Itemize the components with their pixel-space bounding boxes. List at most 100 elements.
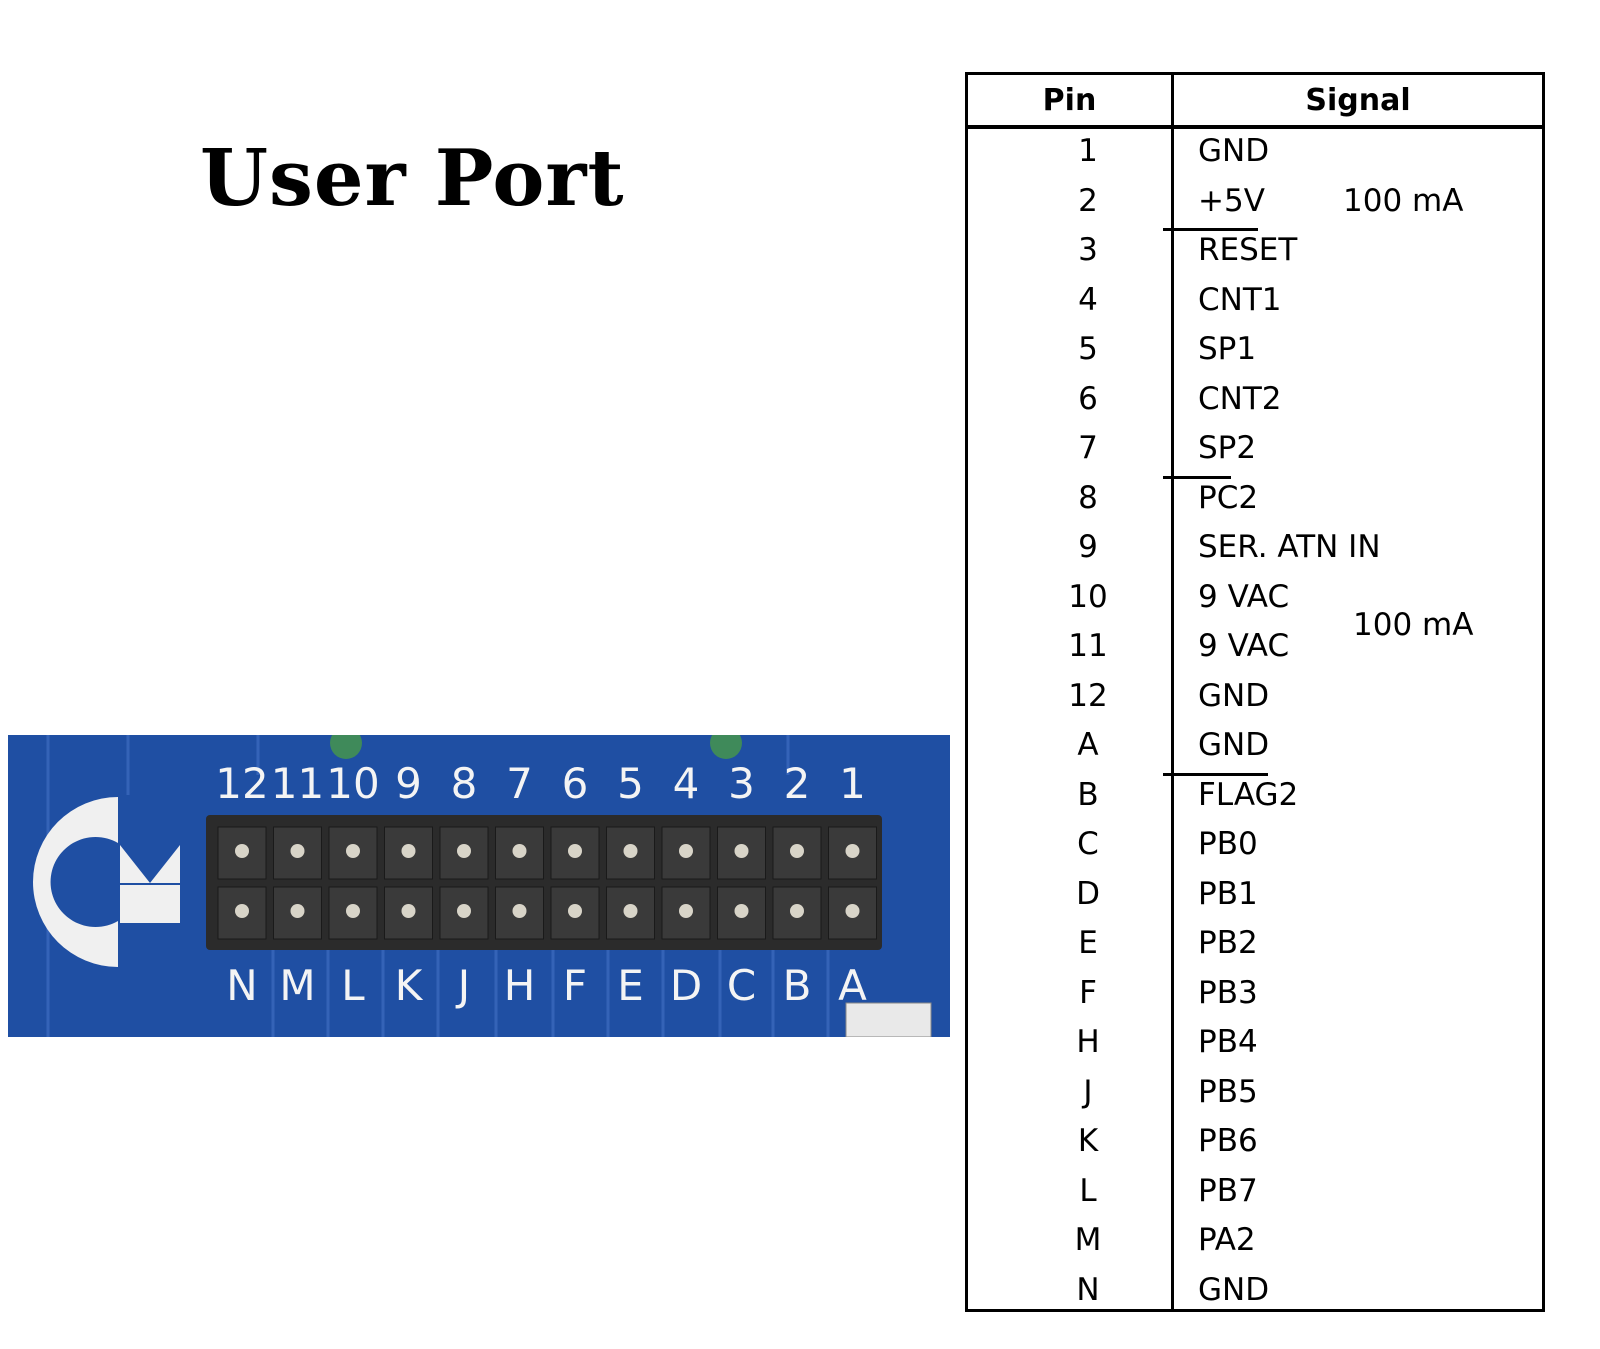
header-pin — [679, 844, 693, 858]
pin-letter-label: F — [562, 961, 588, 1010]
pin-cell: 5 — [1078, 331, 1098, 367]
via-hole — [330, 735, 362, 759]
pin-cell: 6 — [1078, 380, 1098, 417]
header-pin-housing — [550, 826, 600, 880]
header-pin — [401, 904, 416, 918]
pin-cell: J — [1083, 1073, 1093, 1110]
signal-cell: GND — [1198, 1271, 1270, 1308]
pin-letter-label: H — [503, 961, 536, 1010]
pin-cell: 1 — [1078, 133, 1098, 169]
table-row: 9 SER. ATN IN — [968, 523, 1542, 573]
signal-cell: GND — [1198, 133, 1270, 169]
signal-cell: FLAG2 — [1198, 776, 1299, 813]
header-pin — [512, 904, 527, 918]
table-row: L PB7 — [968, 1167, 1542, 1217]
pin-letter-label: N — [226, 961, 258, 1010]
column-divider — [1171, 75, 1174, 1309]
pin-letter-label: A — [838, 961, 867, 1010]
table-row: 1 GND — [968, 127, 1542, 177]
pin-letter-label: D — [669, 961, 703, 1010]
pin-cell: 8 — [1078, 479, 1098, 516]
header-pin — [401, 844, 416, 858]
table-row: B FLAG2 — [968, 771, 1542, 821]
pin-number-label: 6 — [561, 759, 589, 808]
header-pin-housing — [217, 826, 267, 880]
signal-cell: PB4 — [1198, 1024, 1258, 1060]
header-pin — [346, 844, 360, 858]
signal-cell: PB7 — [1198, 1172, 1258, 1209]
pin-cell: D — [1076, 875, 1100, 912]
pin-number-label: 11 — [270, 759, 325, 808]
pin-cell: A — [1077, 727, 1099, 763]
header-pin — [568, 904, 582, 918]
header-pin — [457, 904, 471, 918]
table-row: J PB5 — [968, 1068, 1542, 1118]
signal-cell: PB5 — [1198, 1073, 1258, 1110]
header-pin — [623, 904, 638, 918]
pin-letter-label: K — [394, 961, 423, 1010]
pin-cell: C — [1077, 826, 1099, 862]
pin-cell: K — [1077, 1123, 1099, 1159]
table-row: F PB3 — [968, 969, 1542, 1019]
header-pin — [512, 844, 527, 858]
pin-cell: 3 — [1078, 232, 1098, 268]
signal-column-header: Signal — [1305, 83, 1411, 118]
signal-cell: PC2 — [1198, 479, 1259, 516]
signal-cell: PB3 — [1198, 974, 1258, 1011]
table-row: H PB4 — [968, 1018, 1542, 1068]
pin-cell: 7 — [1078, 430, 1098, 466]
header-pin — [346, 904, 360, 918]
pin-letter-label: M — [279, 961, 316, 1010]
pin-cell: 12 — [1068, 677, 1108, 714]
pin-cell: 9 — [1078, 529, 1098, 565]
pin-cell: N — [1076, 1271, 1100, 1308]
current-note: 100 mA — [1343, 182, 1464, 219]
header-pin — [845, 844, 860, 858]
pin-number-label: 10 — [326, 759, 380, 808]
pin-cell: H — [1076, 1024, 1100, 1060]
board-graphic — [33, 735, 932, 1037]
header-pin — [457, 844, 471, 858]
table-header: Pin Signal — [968, 75, 1542, 129]
pin-number-label: 4 — [672, 759, 700, 808]
header-pin — [290, 904, 305, 918]
header-pin — [568, 844, 582, 858]
via-hole — [710, 735, 742, 759]
header-pin — [679, 904, 693, 918]
signal-cell: PB2 — [1198, 925, 1258, 961]
signal-cell: GND — [1198, 727, 1270, 763]
header-pin — [235, 904, 249, 918]
pin-number-label: 5 — [617, 759, 644, 808]
pin-cell: L — [1079, 1172, 1097, 1209]
header-pin-housing — [606, 886, 655, 940]
pin-cell: B — [1077, 776, 1099, 813]
pin-number-label: 7 — [506, 759, 533, 808]
pin-cell: E — [1078, 925, 1098, 961]
pin-cell: F — [1079, 974, 1097, 1011]
pin-number-label: 2 — [783, 759, 811, 808]
pin-cell: M — [1074, 1222, 1102, 1258]
pin-cell: 11 — [1068, 628, 1108, 664]
active-low-overbar — [1163, 228, 1258, 231]
header-pin-housing — [717, 826, 766, 880]
pin-number-label: 8 — [450, 759, 478, 808]
signal-cell: CNT1 — [1198, 281, 1282, 318]
vac-current-note: 100 mA — [1353, 607, 1474, 643]
signal-cell: SER. ATN IN — [1198, 529, 1381, 565]
page-title: User Port — [200, 133, 625, 224]
pin-number-label: 1 — [839, 759, 866, 808]
pin-cell: 10 — [1068, 578, 1108, 615]
header-pin — [235, 844, 249, 858]
signal-cell: +5V — [1198, 182, 1265, 219]
